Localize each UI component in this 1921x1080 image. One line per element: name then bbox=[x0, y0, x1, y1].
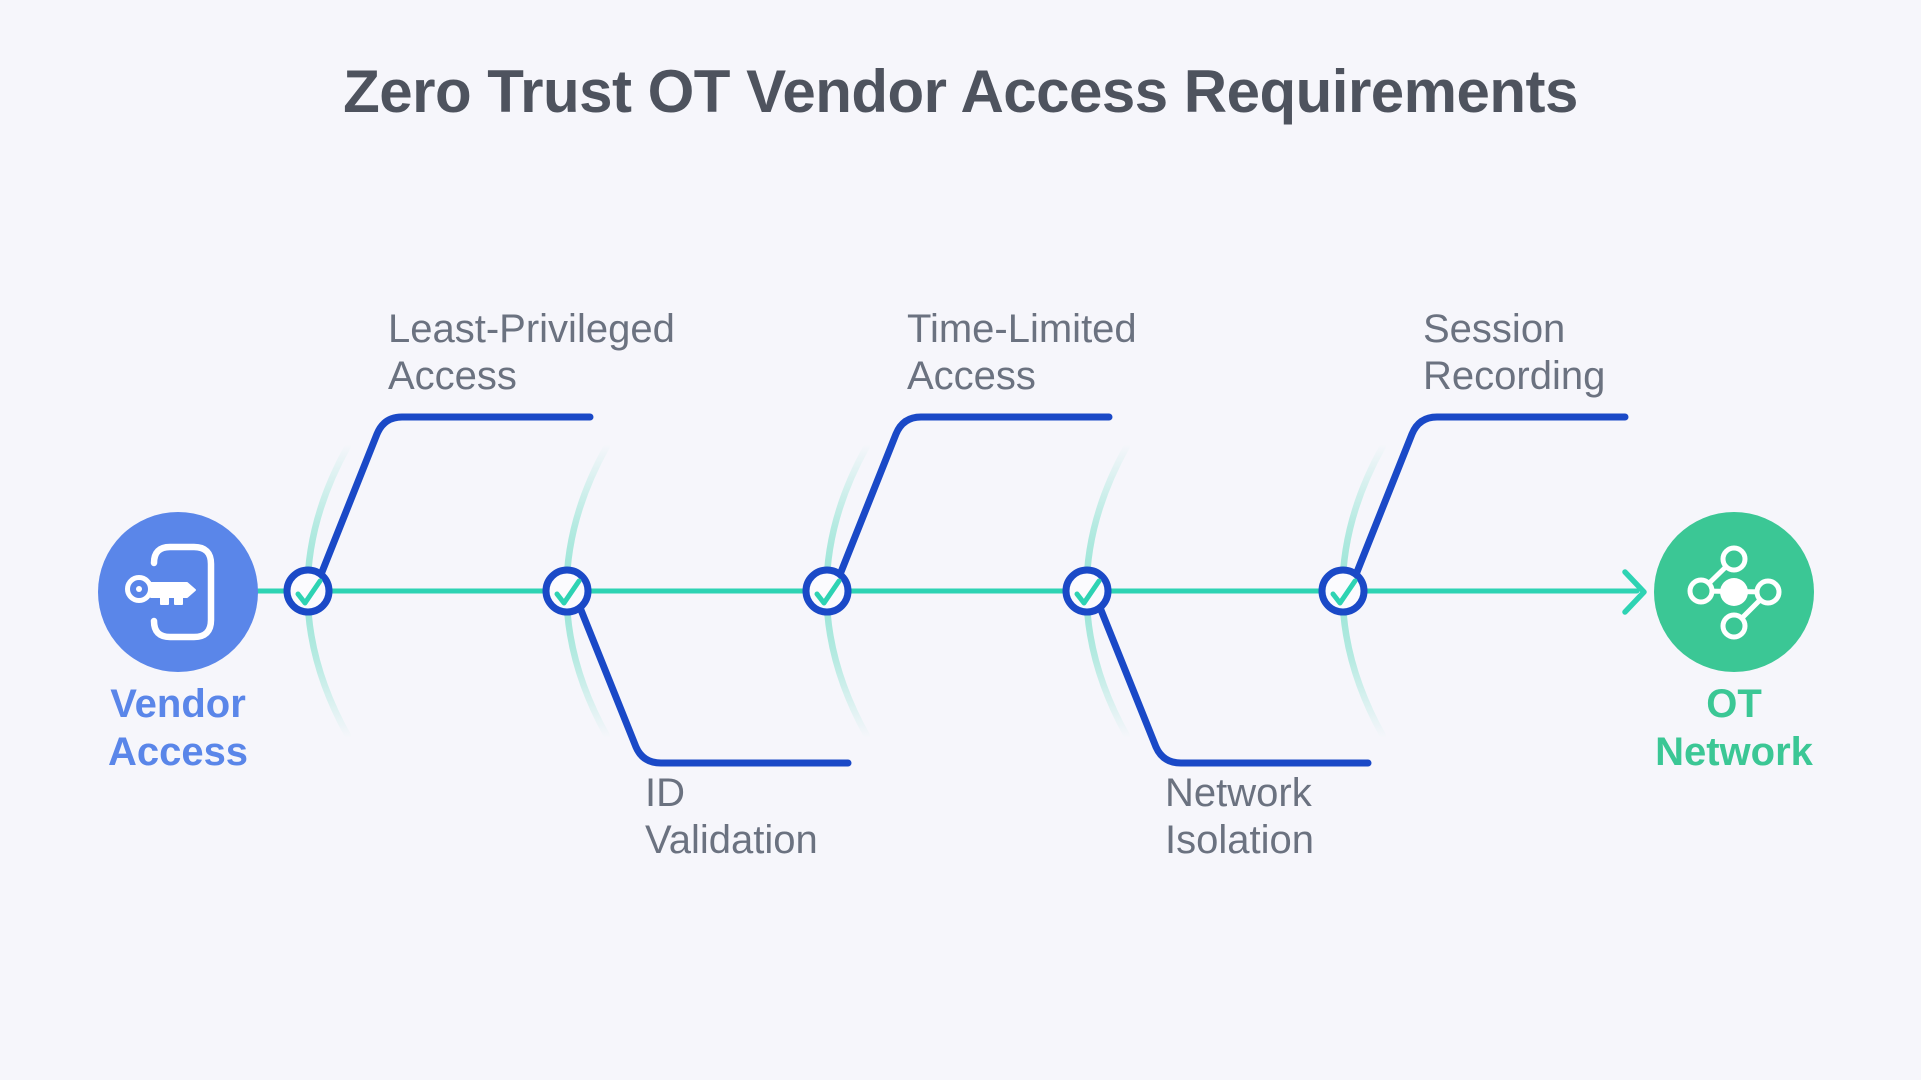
checkpoint-ring-1 bbox=[283, 566, 333, 616]
connector-step-5 bbox=[1351, 413, 1629, 581]
key-door-icon bbox=[125, 543, 215, 641]
node-label-line: Access bbox=[107, 730, 249, 774]
connector-step-1 bbox=[316, 413, 594, 581]
page-title: Zero Trust OT Vendor Access Requirements bbox=[343, 58, 1578, 125]
step-label-line: Validation bbox=[645, 818, 818, 862]
checkmark-icon bbox=[1074, 578, 1102, 606]
checkpoint-ring-5 bbox=[1318, 566, 1368, 616]
step-label-id-validation: ID Validation bbox=[645, 770, 818, 864]
checkpoint-ring-3 bbox=[802, 566, 852, 616]
connector-step-4 bbox=[1095, 601, 1372, 767]
node-label-line: OT bbox=[1706, 682, 1762, 726]
node-label-line: Vendor bbox=[110, 682, 246, 726]
step-label-session-recording: Session Recording bbox=[1423, 306, 1605, 400]
node-label-line: Network bbox=[1655, 730, 1813, 774]
network-nodes-icon bbox=[1687, 545, 1782, 640]
step-label-line: Network bbox=[1165, 771, 1312, 815]
connector-step-3 bbox=[835, 413, 1113, 581]
checkmark-icon bbox=[554, 578, 582, 606]
step-label-line: ID bbox=[645, 771, 685, 815]
checkmarks bbox=[295, 578, 1358, 606]
checkmark-icon bbox=[1330, 578, 1358, 606]
vendor-access-label: Vendor Access bbox=[18, 680, 338, 776]
checkmark-icon bbox=[814, 578, 842, 606]
step-label-line: Access bbox=[388, 354, 517, 398]
step-label-line: Isolation bbox=[1165, 818, 1314, 862]
ot-network-label: OT Network bbox=[1574, 680, 1894, 776]
step-label-line: Access bbox=[907, 354, 1036, 398]
checkpoint-ring-4 bbox=[1062, 566, 1112, 616]
label-connectors bbox=[316, 413, 1629, 767]
step-label-line: Session bbox=[1423, 307, 1566, 351]
connector-step-2 bbox=[575, 601, 852, 767]
arrow-right-icon bbox=[1622, 569, 1647, 615]
checkmark-icon bbox=[295, 578, 323, 606]
step-label-line: Time-Limited bbox=[907, 307, 1137, 351]
step-label-line: Least-Privileged bbox=[388, 307, 675, 351]
step-label-time-limited-access: Time-Limited Access bbox=[907, 306, 1137, 400]
step-label-line: Recording bbox=[1423, 354, 1606, 398]
checkpoint-ring-2 bbox=[542, 566, 592, 616]
step-label-network-isolation: Network Isolation bbox=[1165, 770, 1314, 864]
step-label-least-privileged-access: Least-Privileged Access bbox=[388, 306, 675, 400]
